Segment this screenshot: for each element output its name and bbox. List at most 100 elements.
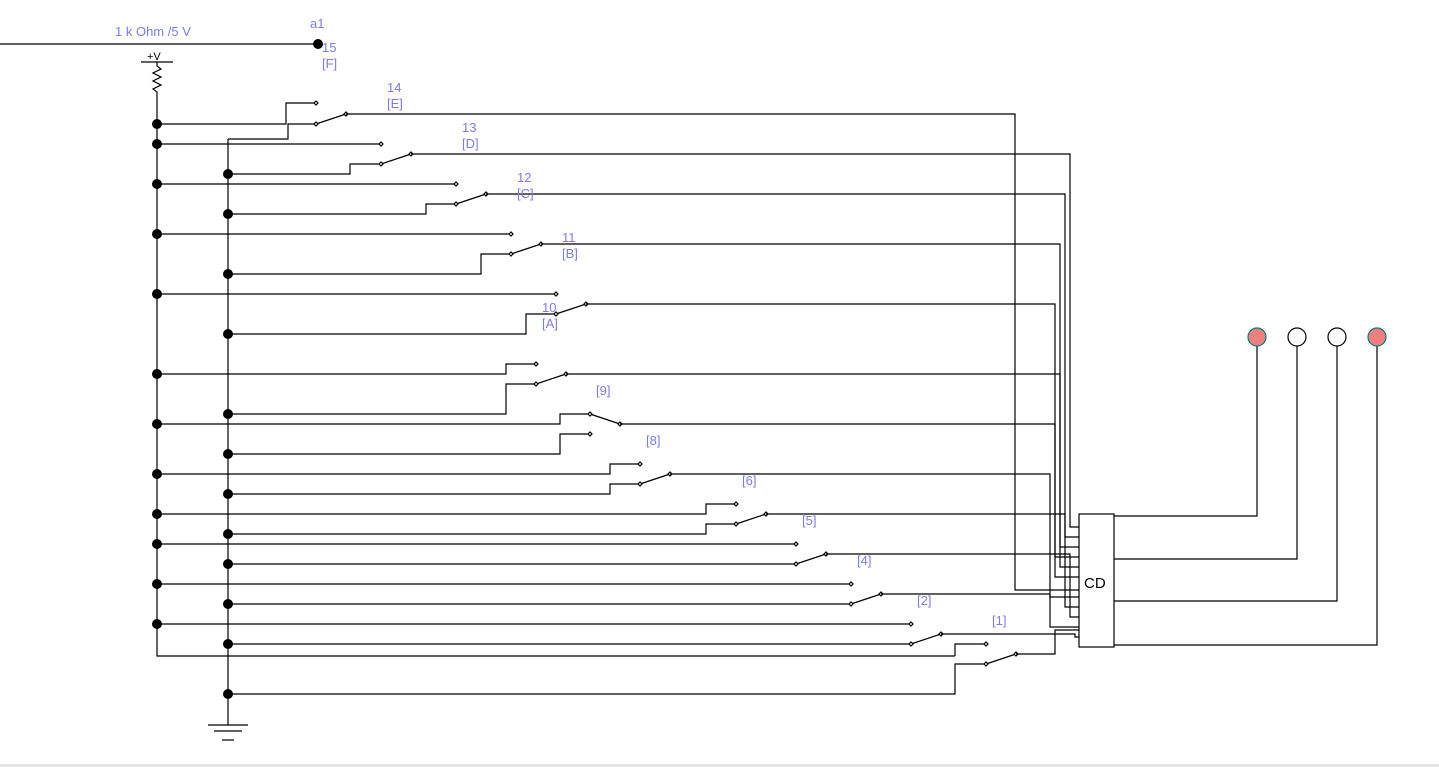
contact-icon — [733, 501, 739, 507]
output-wire — [826, 553, 1079, 618]
supply-label: +V — [147, 51, 161, 63]
junction-dot — [152, 139, 162, 149]
status-strip — [0, 764, 1439, 767]
output-wire — [620, 423, 1079, 578]
switch-blade[interactable] — [380, 153, 412, 165]
switch-blade[interactable] — [535, 373, 567, 385]
switch-6[interactable] — [157, 411, 1079, 578]
encoder-label: CD — [1084, 575, 1106, 592]
junction-dot — [152, 579, 162, 589]
contact-icon — [983, 641, 989, 647]
junction-dot — [223, 409, 233, 419]
switch-7[interactable] — [157, 461, 1079, 598]
switch-blade[interactable] — [910, 633, 942, 645]
switch-blade[interactable] — [985, 653, 1017, 665]
output-wire — [941, 633, 1079, 638]
switch-9[interactable] — [157, 541, 1079, 618]
supply-wire — [954, 643, 986, 656]
switch-11[interactable] — [157, 621, 1079, 647]
switch-key: [9] — [596, 383, 610, 398]
junction-dot — [223, 209, 233, 219]
contact-icon — [908, 621, 914, 627]
contact-icon — [533, 381, 539, 387]
contact-icon — [983, 661, 989, 667]
led-on-icon[interactable] — [1367, 327, 1387, 347]
switch-number: 15 — [322, 40, 336, 55]
junction-dot — [152, 179, 162, 189]
output-wire — [411, 153, 1079, 528]
switch-8[interactable] — [157, 501, 1079, 608]
pullup-resistor — [151, 62, 955, 657]
output-wire — [586, 303, 1079, 558]
switch-blade[interactable] — [510, 243, 542, 255]
switch-blade[interactable] — [589, 413, 621, 425]
junction-dot — [223, 489, 233, 499]
ground-wire — [228, 163, 381, 175]
switch-2[interactable] — [157, 181, 1079, 538]
source-label: 1 k Ohm /5 V — [115, 24, 191, 39]
switch-number: 10 — [542, 300, 556, 315]
junction-dot — [152, 119, 162, 129]
switch-key: [5] — [802, 513, 816, 528]
switch-blade[interactable] — [315, 113, 347, 125]
contact-icon — [378, 161, 384, 167]
contact-icon — [908, 641, 914, 647]
output-wire — [566, 373, 1079, 568]
junction-dot — [152, 369, 162, 379]
switch-blade[interactable] — [455, 193, 487, 205]
contact-icon — [637, 461, 643, 467]
supply-wire — [157, 102, 316, 125]
switch-blade[interactable] — [555, 303, 587, 315]
ground-wire — [228, 663, 986, 695]
junction-dot — [223, 639, 233, 649]
led-wire — [1114, 346, 1258, 517]
switch-key: [C] — [517, 186, 534, 201]
output-wire — [670, 473, 1079, 598]
led-on-icon[interactable] — [1247, 327, 1267, 347]
contact-icon — [793, 541, 799, 547]
junction-dot — [223, 169, 233, 179]
junction-dot — [223, 559, 233, 569]
contact-icon — [453, 201, 459, 207]
contact-icon — [848, 601, 854, 607]
junction-dot — [152, 539, 162, 549]
output-wire — [1016, 629, 1079, 655]
switch-blade[interactable] — [795, 553, 827, 565]
junction-dot — [223, 269, 233, 279]
contact-icon — [453, 181, 459, 187]
switch-1[interactable] — [157, 141, 1079, 528]
switch-blade[interactable] — [735, 513, 767, 525]
switch-12[interactable] — [228, 629, 1079, 695]
led-wire — [1114, 346, 1298, 560]
contact-icon — [378, 141, 384, 147]
contact-icon — [637, 481, 643, 487]
switch-blade[interactable] — [850, 593, 882, 605]
switch-blade[interactable] — [639, 473, 671, 485]
contact-icon — [587, 431, 593, 437]
switch-3[interactable] — [157, 231, 1079, 548]
ground-wire — [228, 523, 736, 535]
encoder-chip[interactable]: CD — [1078, 513, 1115, 648]
contact-icon — [313, 100, 319, 106]
ground-wire — [228, 383, 536, 415]
junction-dot — [152, 289, 162, 299]
switch-number: 14 — [387, 80, 401, 95]
output-wire — [486, 193, 1079, 538]
contact-icon — [848, 581, 854, 587]
contact-icon — [553, 311, 559, 317]
ground-wire — [228, 313, 556, 335]
switch-key: [2] — [917, 593, 931, 608]
led-off-icon[interactable] — [1327, 327, 1347, 347]
led-off-icon[interactable] — [1287, 327, 1307, 347]
node-a1-dot[interactable] — [313, 39, 323, 49]
output-wire — [881, 593, 1079, 628]
junction-dot — [152, 419, 162, 429]
switch-10[interactable] — [157, 581, 1079, 628]
switch-key: [4] — [857, 553, 871, 568]
led-wire — [1114, 346, 1378, 646]
output-wire — [541, 243, 1079, 548]
junction-dot — [152, 229, 162, 239]
switch-0[interactable] — [157, 100, 1079, 591]
junction-dot — [152, 509, 162, 519]
